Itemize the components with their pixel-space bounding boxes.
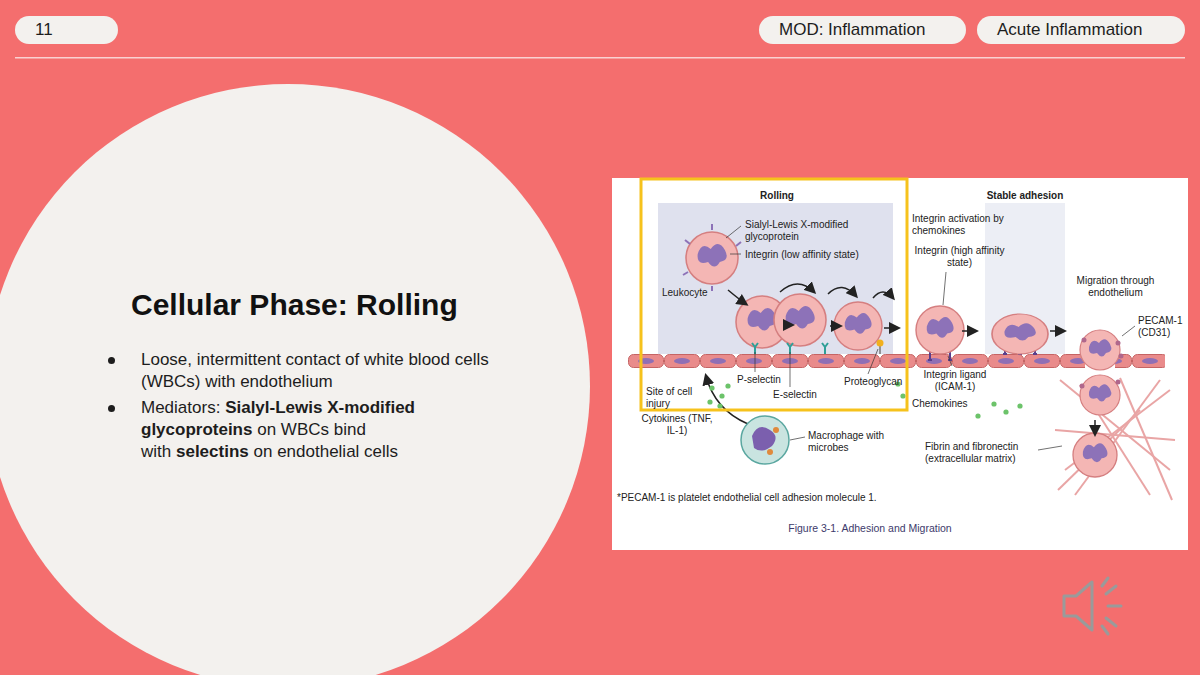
header-rule	[15, 57, 1185, 59]
rolling-band	[658, 203, 893, 354]
figure-label: Integrin ligand (ICAM-1)	[912, 369, 998, 392]
pill-label: 11	[35, 20, 53, 39]
pill-label: MOD: Inflammation	[779, 20, 925, 39]
adhesion-band	[985, 203, 1065, 354]
bold-term: selectins	[176, 442, 249, 461]
macrophage	[741, 416, 789, 464]
content-circle	[0, 84, 590, 675]
bullet-text: Loose, intermittent contact of white blo…	[141, 349, 501, 393]
stage-heading: Stable adhesion	[985, 190, 1065, 202]
bullet-dot	[108, 357, 115, 364]
figure-label: Leukocyte	[662, 287, 722, 299]
bullet-fragment: Mediators:	[141, 398, 220, 417]
bullet-fragment: on endothelial cells	[254, 442, 399, 461]
figure-caption: Figure 3-1. Adhesion and Migration	[670, 522, 1070, 534]
leader-lines	[726, 226, 1135, 450]
figure-label: Fibrin and fibronectin (extracellular ma…	[925, 441, 1037, 464]
figure-label: Proteoglycan	[844, 376, 906, 388]
figure-panel	[612, 178, 1188, 550]
slide-title: Cellular Phase: Rolling	[131, 288, 458, 322]
figure-label: PECAM-1 (CD31)	[1138, 315, 1186, 338]
bullet-list: Loose, intermittent contact of white blo…	[104, 349, 504, 467]
stage-heading: Rolling	[745, 190, 809, 202]
bullet-dot	[108, 405, 115, 412]
figure-label: Cytokines (TNF, IL-1)	[641, 413, 713, 436]
bullet-text: Mediators:Sialyl-Lewis X-modified glycop…	[141, 397, 501, 463]
header-pill: Acute Inflammation	[977, 16, 1185, 44]
figure-label: Sialyl-Lewis X-modified glycoprotein	[745, 219, 870, 242]
figure-label: P-selectin	[737, 374, 789, 386]
figure-label: Chemokines	[912, 398, 974, 410]
pill-label: Acute Inflammation	[997, 20, 1143, 39]
speaker-icon	[1058, 572, 1138, 642]
header-pill: MOD: Inflammation	[759, 16, 966, 44]
highlight-box	[641, 179, 907, 410]
endothelium	[1115, 354, 1165, 368]
endothelium	[628, 354, 1085, 368]
bullet-row: Loose, intermittent contact of white blo…	[104, 349, 504, 393]
bullet-row: Mediators:Sialyl-Lewis X-modified glycop…	[104, 397, 504, 463]
figure-label: Macrophage with microbes	[808, 430, 898, 453]
figure-label: Migration through endothelium	[1068, 275, 1163, 298]
figure-label: E-selectin	[773, 389, 825, 401]
header-pill: 11	[15, 16, 118, 44]
leukocytes	[683, 224, 1124, 477]
figure-label: Integrin activation by chemokines	[912, 213, 1007, 236]
content-circle: Cellular Phase: RollingLoose, intermitte…	[0, 84, 590, 675]
figure-label: Integrin (low affinity state)	[745, 249, 880, 261]
figure-label: Site of cell injury	[646, 386, 702, 409]
footnote: *PECAM-1 is platelet endothelial cell ad…	[617, 492, 1037, 504]
figure-label: Integrin (high affinity state)	[912, 245, 1007, 268]
